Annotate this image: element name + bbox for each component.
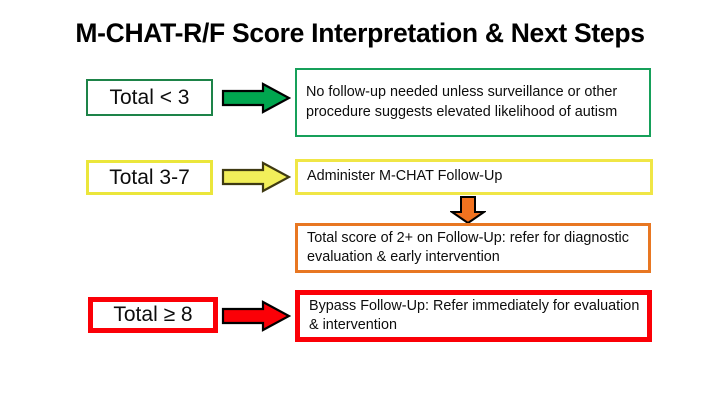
right-arrow-green-icon — [221, 82, 292, 114]
outcome-box-no-followup: No follow-up needed unless surveillance … — [295, 68, 651, 137]
outcome-text: Bypass Follow-Up: Refer immediately for … — [309, 297, 640, 333]
outcome-box-administer-followup: Administer M-CHAT Follow-Up — [295, 159, 653, 195]
score-label-box-total-ge-8: Total ≥ 8 — [88, 297, 218, 333]
right-arrow-red-icon — [221, 300, 292, 332]
outcome-box-followup-result: Total score of 2+ on Follow-Up: refer fo… — [295, 223, 651, 273]
outcome-box-bypass-followup: Bypass Follow-Up: Refer immediately for … — [295, 290, 652, 342]
outcome-text: Administer M-CHAT Follow-Up — [307, 168, 503, 185]
score-label-box-total-3-7: Total 3-7 — [86, 160, 213, 195]
right-arrow-yellow-icon — [221, 161, 292, 193]
score-label-text: Total < 3 — [109, 85, 190, 109]
score-label-text: Total 3-7 — [109, 165, 190, 189]
score-label-box-total-lt-3: Total < 3 — [86, 79, 213, 116]
score-label-text: Total ≥ 8 — [113, 303, 193, 327]
outcome-text: No follow-up needed unless surveillance … — [306, 84, 618, 120]
page-title: M-CHAT-R/F Score Interpretation & Next S… — [75, 18, 645, 48]
down-arrow-orange-icon — [448, 195, 488, 225]
outcome-text: Total score of 2+ on Follow-Up: refer fo… — [307, 229, 629, 265]
